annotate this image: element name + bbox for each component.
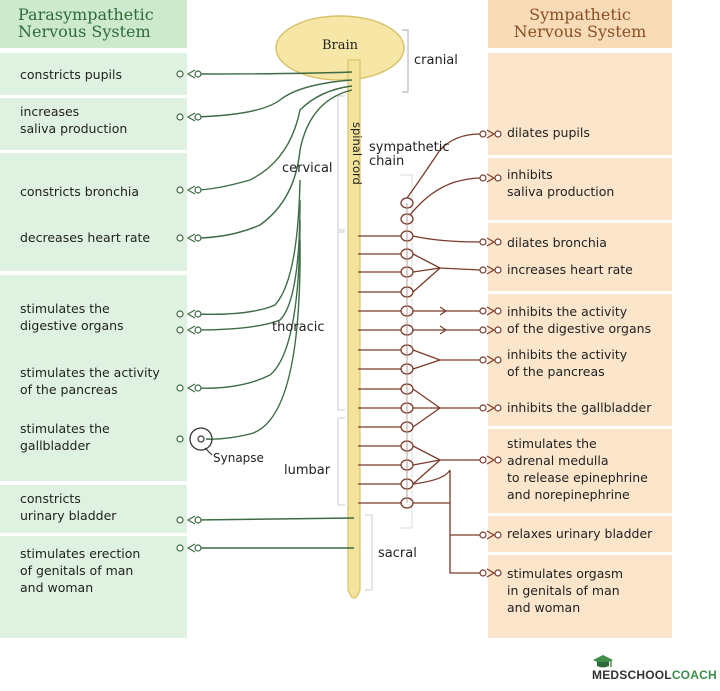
para-group-3	[0, 153, 187, 271]
parasympathetic-title: Parasympathetic Nervous System	[18, 5, 154, 41]
para-effect-erection: stimulates erection of genitals of man a…	[20, 546, 141, 595]
para-nerve-endings	[176, 69, 202, 553]
para-group-2	[0, 98, 187, 150]
symp-effect-orgasm: stimulates orgasm in genitals of man and…	[507, 566, 624, 615]
symp-effect-heart-rate: increases heart rate	[507, 262, 633, 277]
brain-shape	[275, 15, 405, 81]
sympathetic-header: Sympathetic Nervous System	[488, 0, 672, 48]
para-effect-pancreas: stimulates the activity of the pancreas	[20, 365, 160, 397]
symp-effect-pancreas: inhibits the activity of the pancreas	[507, 347, 628, 379]
symp-effect-dilates-pupils: dilates pupils	[507, 125, 590, 140]
symp-group-6	[488, 516, 672, 552]
spinal-cord-label: spinal cord	[350, 122, 364, 185]
symp-effect-bronchia: dilates bronchia	[507, 235, 607, 250]
para-effect-gallbladder: stimulates the gallbladder	[20, 421, 110, 453]
symp-effect-digestive: inhibits the activity of the digestive o…	[507, 304, 652, 336]
cervical-label: cervical	[282, 161, 333, 176]
symp-group-2	[488, 158, 672, 220]
symp-effect-adrenal: stimulates the adrenal medulla to releas…	[507, 436, 648, 502]
brain-label: Brain	[322, 38, 359, 53]
para-group-1	[0, 53, 187, 95]
symp-nerve-endings	[479, 129, 502, 578]
sympathetic-chain-label: sympathetic chain	[369, 140, 450, 169]
sacral-label: sacral	[378, 546, 417, 561]
synapse-label: Synapse	[213, 451, 264, 465]
symp-group-3	[488, 223, 672, 291]
para-effect-constricts-pupils: constricts pupils	[20, 67, 122, 82]
symp-group-1	[488, 53, 672, 155]
para-effect-heart-rate: decreases heart rate	[20, 230, 151, 245]
cranial-label: cranial	[414, 53, 458, 68]
symp-group-4	[488, 294, 672, 426]
symp-group-5	[488, 429, 672, 513]
symp-effect-gallbladder: inhibits the gallbladder	[507, 400, 652, 415]
para-group-6	[0, 536, 187, 638]
para-effect-saliva: increases saliva production	[20, 104, 128, 136]
logo-text-med: MEDSCHOOL	[592, 667, 672, 682]
symp-group-7	[488, 555, 672, 638]
para-effect-bronchia: constricts bronchia	[20, 184, 140, 199]
medschoolcoach-logo: MEDSCHOOLCOACH	[592, 653, 720, 682]
sympathetic-title: Sympathetic Nervous System	[513, 5, 647, 41]
para-effect-urinary-bladder: constricts urinary bladder	[20, 491, 117, 523]
symp-effect-saliva: inhibits saliva production	[507, 167, 615, 199]
spinal-cord-shape	[347, 59, 361, 599]
synapse-circle	[189, 427, 213, 451]
para-effect-digestive: stimulates the digestive organs	[20, 301, 124, 333]
graduation-cap-icon	[592, 654, 614, 668]
para-group-5	[0, 485, 187, 533]
logo-text-coach: COACH	[671, 667, 717, 682]
para-group-4	[0, 275, 187, 481]
symp-effect-urinary-bladder: relaxes urinary bladder	[507, 526, 653, 541]
parasympathetic-header: Parasympathetic Nervous System	[0, 0, 187, 48]
thoracic-label: thoracic	[272, 320, 325, 335]
lumbar-label: lumbar	[284, 463, 331, 478]
